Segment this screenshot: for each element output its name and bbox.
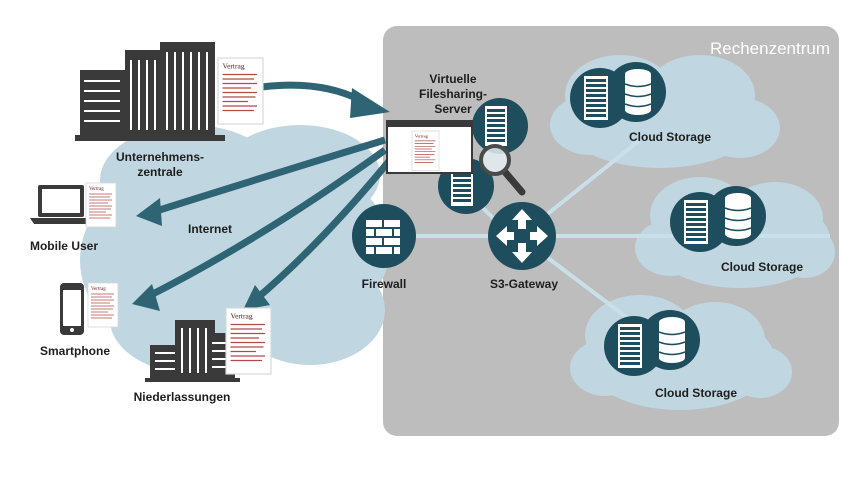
virtual-server-label: Virtuelle Filesharing- Server [413, 72, 493, 117]
smartphone-icon [60, 283, 84, 335]
headquarters-label-line-2: zentrale [137, 165, 183, 179]
cloud-storage-label-1: Cloud Storage [628, 130, 711, 144]
smartphone-document-icon [87, 282, 119, 328]
s3-gateway-label: S3-Gateway [489, 277, 559, 291]
filesharing-window [386, 120, 473, 174]
datacenter-title: Rechenzentrum [709, 39, 830, 58]
cloud-storage-label-2: Cloud Storage [720, 260, 803, 274]
firewall-label: Firewall [361, 277, 407, 291]
laptop-icon [30, 185, 92, 224]
firewall-icon [352, 204, 416, 268]
headquarters-windows [84, 52, 208, 130]
s3-gateway-router-icon [488, 202, 556, 270]
smartphone-label: Smartphone [39, 344, 110, 358]
branches-label: Niederlassungen [133, 390, 231, 404]
headquarters-label: Unternehmens- zentrale [105, 150, 215, 180]
virtual-server-label-line-1: Virtuelle [429, 72, 477, 86]
headquarters-label-line-1: Unternehmens- [115, 150, 204, 164]
virtual-server-label-line-2: Filesharing- [418, 87, 487, 101]
flow-arrows [143, 81, 393, 303]
mobile-user-document-icon [85, 182, 117, 228]
virtual-server-label-line-3: Server [434, 102, 472, 116]
branches-document-icon [225, 307, 272, 375]
headquarters-document-icon [217, 57, 264, 125]
arrow-heads [132, 88, 390, 311]
cloud-storage-label-3: Cloud Storage [654, 386, 737, 400]
branches-windows [155, 328, 230, 373]
internet-label: Internet [187, 222, 232, 236]
mobile-user-label: Mobile User [29, 239, 98, 253]
magnifier-icon [479, 144, 526, 196]
